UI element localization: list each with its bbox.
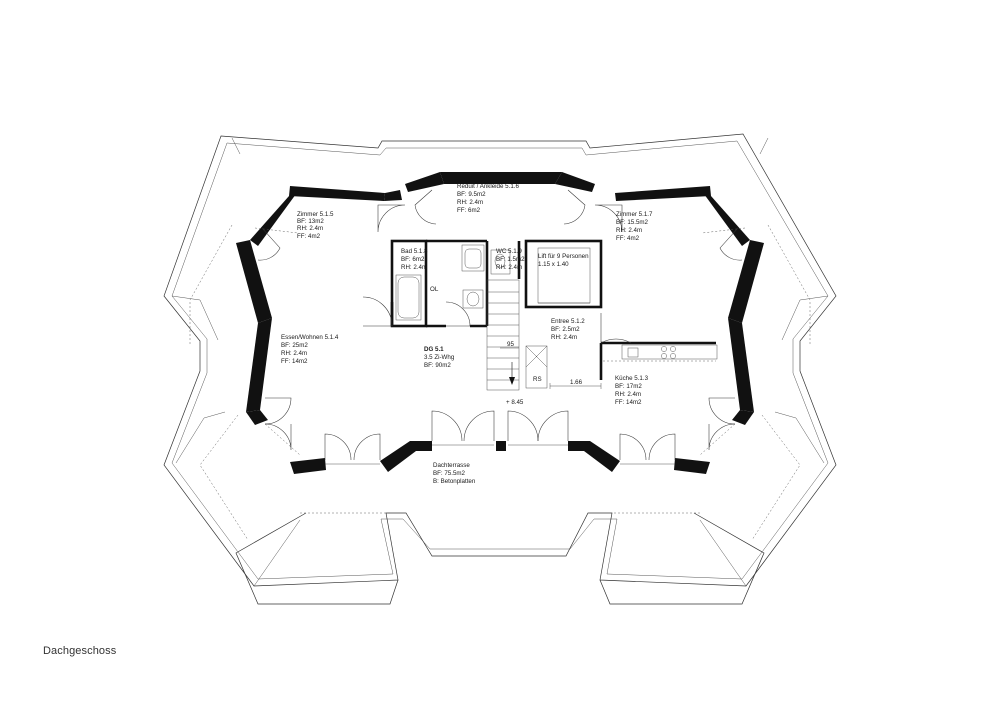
staircase — [486, 279, 548, 391]
label-bad-518: Bad 5.1.8 BF: 6m2 RH: 2.4m — [401, 248, 428, 271]
entree-512-name: Entree 5.1.2 — [551, 318, 585, 325]
label-wc-519: WC 5.1.9 BF: 1.5m2 RH: 2.4m — [496, 248, 525, 271]
annotations: OL 95 RS 1.66 + 8.45 — [430, 286, 583, 406]
kueche-513-rh: RH: 2.4m — [615, 391, 641, 398]
reduit-516-name: Reduit / Ankleide 5.1.6 — [457, 183, 519, 190]
ol-label: OL — [430, 286, 439, 293]
apartment-type: 3.5 Zi-Whg — [424, 354, 455, 361]
label-zimmer-517: Zimmer 5.1.7 BF: 15.5m2 RH: 2.4m FF: 4m2 — [616, 211, 653, 242]
label-reduit-516: Reduit / Ankleide 5.1.6 BF: 9.5m2 RH: 2.… — [457, 183, 519, 214]
dachterrasse-bf: BF: 75.5m2 — [433, 470, 466, 477]
essen-514-ff: FF: 14m2 — [281, 358, 308, 365]
reduit-516-ff: FF: 6m2 — [457, 207, 481, 214]
essen-514-bf: BF: 25m2 — [281, 342, 308, 349]
wc-519-bf: BF: 1.5m2 — [496, 256, 525, 263]
lift-name: Lift für 9 Personen — [538, 253, 589, 260]
reduit-516-bf: BF: 9.5m2 — [457, 191, 486, 198]
zimmer-517-bf: BF: 15.5m2 — [616, 219, 649, 226]
kueche-513-bf: BF: 17m2 — [615, 383, 642, 390]
zimmer-517-ff: FF: 4m2 — [616, 235, 640, 242]
kueche-513-name: Küche 5.1.3 — [615, 375, 649, 382]
level-mark: + 8.45 — [506, 399, 524, 406]
interior-dashed-lines — [254, 227, 746, 456]
label-essen-514: Essen/Wohnen 5.1.4 BF: 25m2 RH: 2.4m FF:… — [281, 334, 339, 365]
apartment-id: DG 5.1 — [424, 346, 444, 353]
rs-label: RS — [533, 376, 542, 383]
fixtures — [395, 244, 718, 360]
entree-512-rh: RH: 2.4m — [551, 334, 577, 341]
bad-518-rh: RH: 2.4m — [401, 264, 427, 271]
zimmer-517-rh: RH: 2.4m — [616, 227, 642, 234]
wc-519-rh: RH: 2.4m — [496, 264, 522, 271]
dachterrasse-name: Dachterrasse — [433, 462, 470, 469]
essen-514-name: Essen/Wohnen 5.1.4 — [281, 334, 339, 341]
kueche-513-ff: FF: 14m2 — [615, 399, 642, 406]
dim-166: 1.66 — [570, 379, 583, 386]
reduit-516-rh: RH: 2.4m — [457, 199, 483, 206]
label-entree-512: Entree 5.1.2 BF: 2.5m2 RH: 2.4m — [551, 318, 585, 341]
label-dachterrasse: Dachterrasse BF: 75.5m2 B: Betonplatten — [433, 462, 476, 485]
zimmer-515-rh: RH: 2.4m — [297, 225, 323, 232]
apartment-area: BF: 90m2 — [424, 362, 451, 369]
dimension-lines — [500, 347, 602, 389]
bad-518-name: Bad 5.1.8 — [401, 248, 428, 255]
essen-514-rh: RH: 2.4m — [281, 350, 307, 357]
lift-size: 1.15 x 1.40 — [538, 261, 569, 268]
zimmer-515-ff: FF: 4m2 — [297, 233, 321, 240]
zimmer-515-name: Zimmer 5.1.5 — [297, 211, 334, 218]
wc-519-name: WC 5.1.9 — [496, 248, 522, 255]
label-lift: Lift für 9 Personen 1.15 x 1.40 — [538, 253, 589, 268]
zimmer-517-name: Zimmer 5.1.7 — [616, 211, 653, 218]
terrace-dashed-guides — [189, 224, 811, 541]
bad-518-bf: BF: 6m2 — [401, 256, 425, 263]
drawing-title: Dachgeschoss — [43, 645, 117, 657]
zimmer-515-bf: BF: 13m2 — [297, 218, 324, 225]
dachterrasse-b: B: Betonplatten — [433, 478, 476, 485]
label-kueche-513: Küche 5.1.3 BF: 17m2 RH: 2.4m FF: 14m2 — [615, 375, 649, 406]
label-zimmer-515: Zimmer 5.1.5 BF: 13m2 RH: 2.4m FF: 4m2 — [297, 211, 334, 240]
doors — [257, 189, 743, 465]
exterior-walls — [236, 172, 764, 474]
dim-95: 95 — [507, 341, 514, 348]
entree-512-bf: BF: 2.5m2 — [551, 326, 580, 333]
label-apartment: DG 5.1 3.5 Zi-Whg BF: 90m2 — [424, 346, 455, 369]
